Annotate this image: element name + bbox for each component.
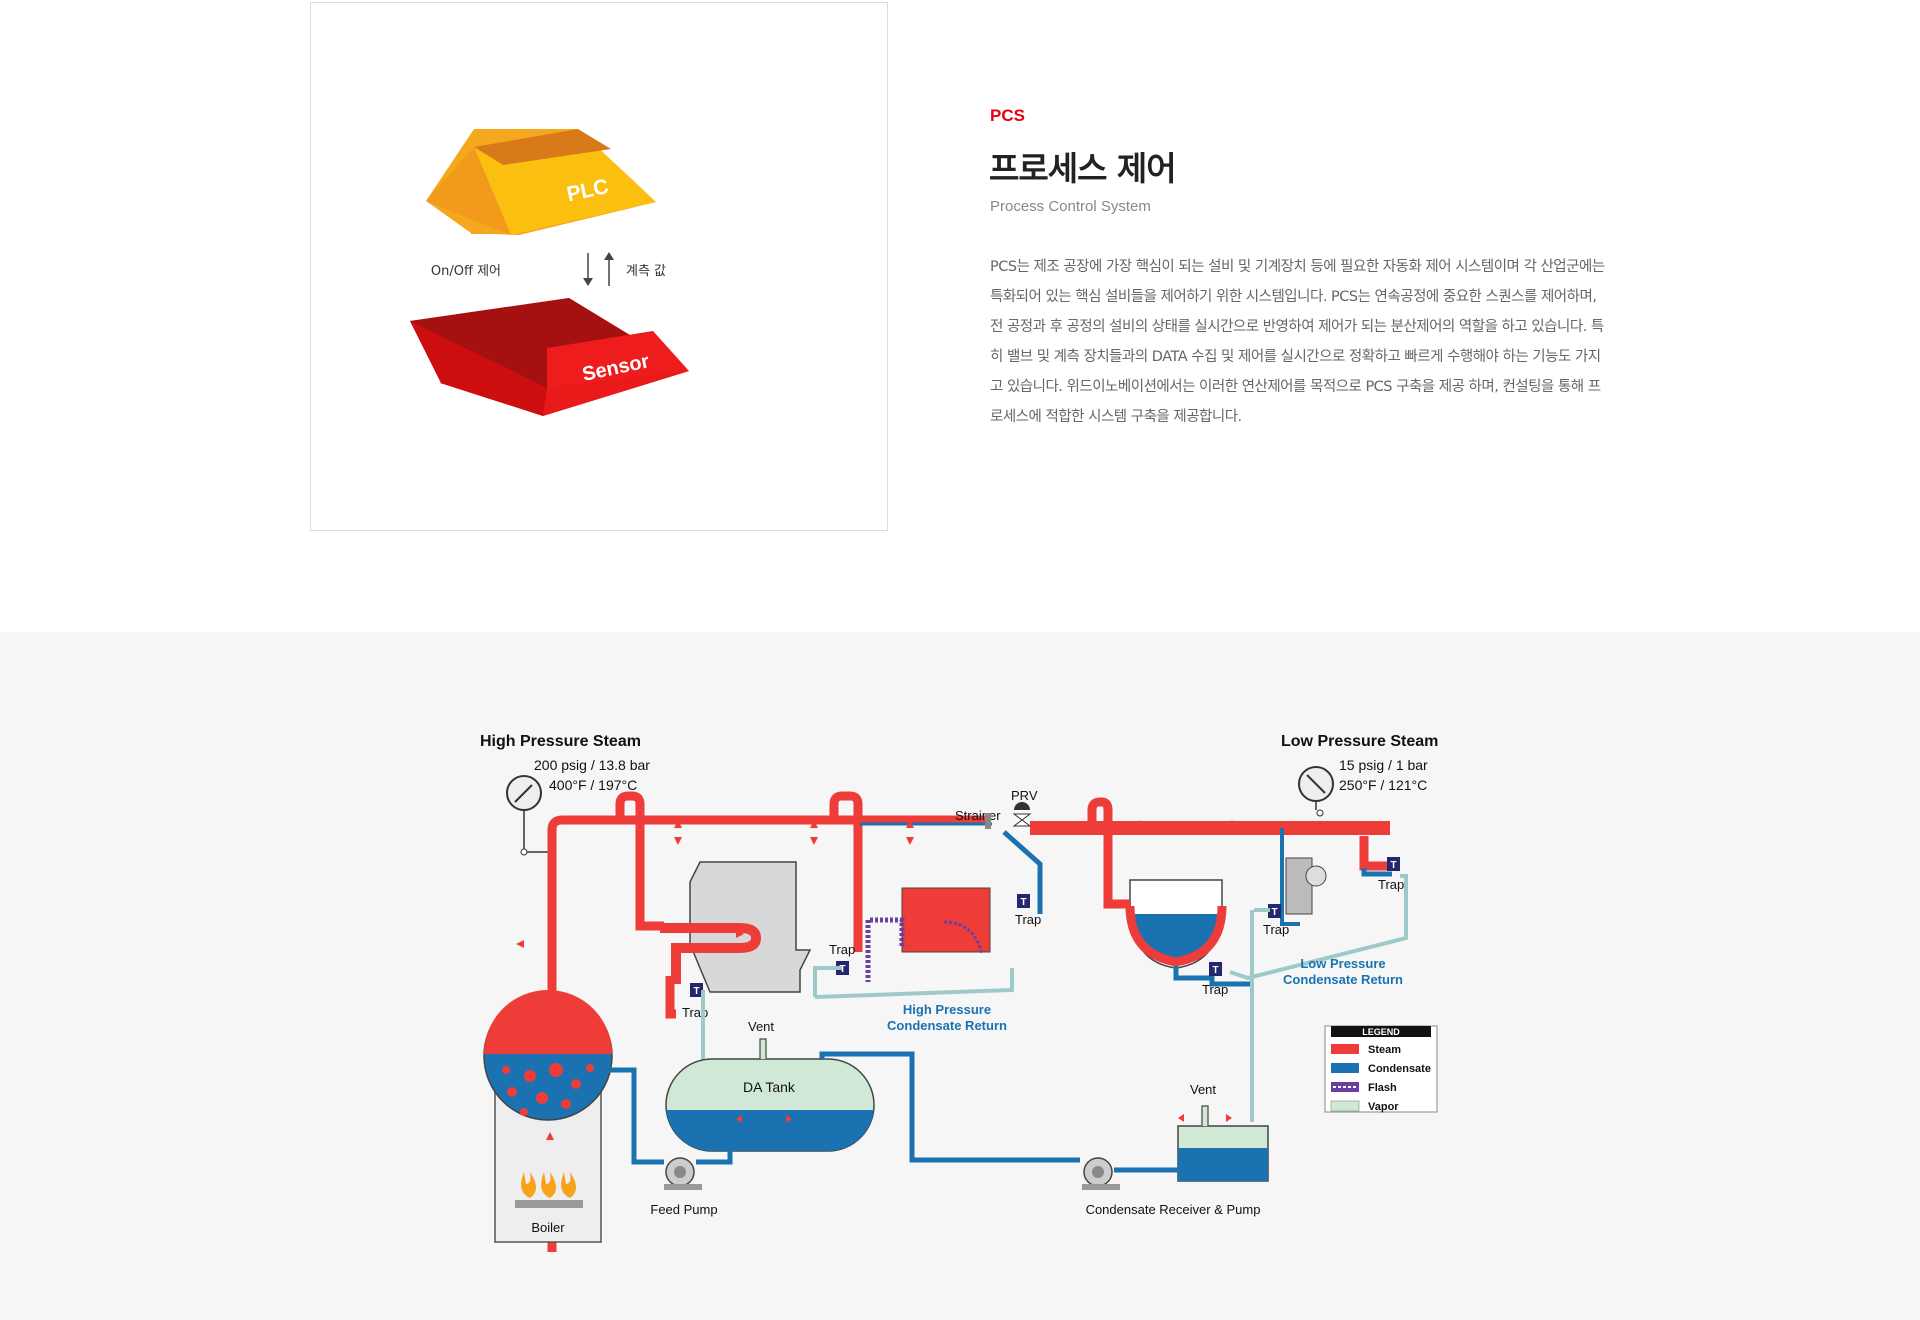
receiver-pump-icon (1082, 1157, 1120, 1190)
legend-flash: Flash (1368, 1082, 1397, 1094)
plc-block-top (474, 129, 611, 165)
lp-line2: 250°F / 121°C (1339, 777, 1427, 793)
description-paragraph: PCS는 제조 공장에 가장 핵심이 되는 설비 및 기계장치 등에 필요한 자… (990, 259, 1605, 425)
prv-valve-icon (1012, 813, 1032, 827)
section-tag: PCS (990, 106, 1025, 125)
trap-label-2: Trap (829, 942, 855, 957)
flow-arrows (516, 820, 1236, 1140)
vent-label-1: Vent (748, 1019, 774, 1034)
trap-label-6: Trap (1378, 877, 1404, 892)
plc-block-side (426, 147, 511, 235)
da-tank-label: DA Tank (743, 1079, 796, 1095)
down-arrow-icon (583, 278, 593, 286)
strainer-label: Strainer (955, 808, 1001, 823)
lp-return-label-2: Condensate Return (1283, 972, 1403, 987)
pyramid-frame: PLC On/Off 제어 계측 값 Sensor (310, 2, 888, 531)
lp-title: Low Pressure Steam (1281, 733, 1438, 750)
hp-return-label-2: Condensate Return (887, 1018, 1007, 1033)
receiver-label: Condensate Receiver & Pump (1086, 1202, 1261, 1217)
sensor-block-front (543, 371, 689, 416)
lp-line1: 15 psig / 1 bar (1339, 757, 1428, 773)
hp-title: High Pressure Steam (480, 733, 641, 750)
boiler-label: Boiler (531, 1220, 565, 1235)
page-title: 프로세스 제어 (989, 149, 1177, 188)
legend-condensate: Condensate (1368, 1063, 1431, 1075)
page-subtitle: Process Control System (990, 198, 1151, 215)
lp-return-label-1: Low Pressure (1300, 956, 1385, 971)
trap-label-3: Trap (1015, 912, 1041, 927)
pcs-section: PLC On/Off 제어 계측 값 Sensor PCS 프로세스 제어 Pr… (0, 0, 1920, 632)
unit-heater (1285, 857, 1313, 915)
hp-line2: 400°F / 197°C (549, 777, 637, 793)
lp-gauge-icon (1298, 766, 1334, 817)
trap-icon: T (693, 986, 699, 997)
legend-vapor: Vapor (1368, 1101, 1399, 1113)
feed-pump-label: Feed Pump (650, 1202, 717, 1217)
feed-pump-icon (664, 1157, 702, 1190)
legend-title: LEGEND (1362, 1027, 1400, 1037)
fan-icon (1305, 865, 1327, 887)
prv-label: PRV (1011, 788, 1038, 803)
steam-diagram-section: High Pressure Steam 200 psig / 13.8 bar … (0, 632, 1920, 1320)
up-arrow-icon (604, 252, 614, 260)
onoff-label: On/Off 제어 (431, 264, 501, 279)
process-tank (901, 887, 991, 953)
hp-return-label-1: High Pressure (903, 1002, 991, 1017)
trap-icon: T (839, 964, 845, 975)
trap-label-5: Trap (1263, 922, 1289, 937)
trap-icon: T (1020, 897, 1026, 908)
measure-label: 계측 값 (626, 264, 666, 279)
vent-label-2: Vent (1190, 1082, 1216, 1097)
legend: LEGEND Steam Condensate Flash Vapor (1324, 1025, 1438, 1113)
hp-gauge-icon (506, 775, 550, 856)
strainer-icon (985, 813, 991, 829)
trap-icon: T (1212, 965, 1218, 976)
plc-sensor-diagram: PLC On/Off 제어 계측 값 Sensor (410, 129, 689, 416)
flame-icon (521, 1172, 576, 1198)
trap-label-4: Trap (1202, 982, 1228, 997)
sensor-block-side (410, 321, 547, 416)
legend-steam: Steam (1368, 1044, 1401, 1056)
hp-line1: 200 psig / 13.8 bar (534, 757, 650, 773)
trap-icon: T (1390, 860, 1396, 871)
steam-system-diagram: High Pressure Steam 200 psig / 13.8 bar … (480, 733, 1438, 1252)
trap-icon: T (1271, 907, 1277, 918)
